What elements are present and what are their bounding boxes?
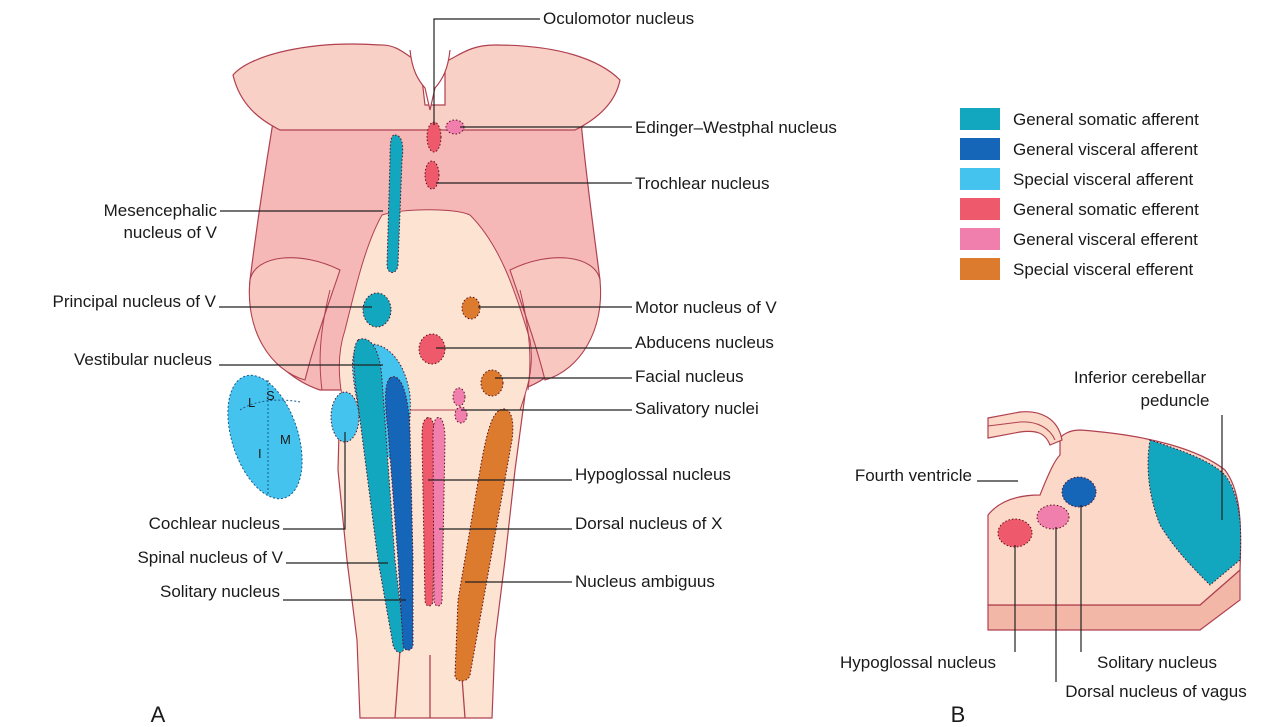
- legend-swatch-4: [960, 228, 1000, 250]
- label-mesencephalic-1: Mesencephalic: [104, 201, 218, 220]
- legend-label-5: Special visceral efferent: [1013, 260, 1193, 279]
- label-inferior-cerebellar-2: peduncle: [1140, 391, 1209, 410]
- oculomotor-nucleus-shape: [427, 122, 441, 152]
- vestibular-part-s: S: [266, 388, 275, 403]
- label-ambiguus: Nucleus ambiguus: [575, 572, 715, 591]
- label-motor-v: Motor nucleus of V: [635, 298, 777, 317]
- label-mesencephalic-2: nucleus of V: [123, 223, 217, 242]
- legend-swatch-0: [960, 108, 1000, 130]
- vestibular-part-l: L: [248, 395, 255, 410]
- label-facial: Facial nucleus: [635, 367, 744, 386]
- label-oculomotor: Oculomotor nucleus: [543, 9, 694, 28]
- b-solitary-shape: [1062, 477, 1096, 507]
- label-solitary-b: Solitary nucleus: [1097, 653, 1217, 672]
- legend-label-3: General somatic efferent: [1013, 200, 1199, 219]
- vestibular-detail: L S M I: [214, 366, 316, 508]
- legend-swatch-3: [960, 198, 1000, 220]
- label-hypoglossal-b: Hypoglossal nucleus: [840, 653, 996, 672]
- label-principal-v: Principal nucleus of V: [53, 292, 217, 311]
- b-hypoglossal-shape: [998, 519, 1032, 547]
- facial-shape: [481, 370, 503, 396]
- principal-nucleus-shape: [363, 293, 391, 327]
- label-cochlear: Cochlear nucleus: [149, 514, 280, 533]
- legend-swatch-2: [960, 168, 1000, 190]
- trochlear-nucleus-shape: [425, 161, 439, 189]
- label-dorsal-x: Dorsal nucleus of X: [575, 514, 722, 533]
- salivatory-shape-1: [453, 388, 465, 406]
- brainstem-drawing: [233, 44, 620, 718]
- label-salivatory: Salivatory nuclei: [635, 399, 759, 418]
- label-vestibular: Vestibular nucleus: [74, 350, 212, 369]
- cross-section: [988, 412, 1241, 630]
- label-solitary-a: Solitary nucleus: [160, 582, 280, 601]
- label-trochlear: Trochlear nucleus: [635, 174, 770, 193]
- panel-label-a: A: [151, 702, 166, 727]
- label-inferior-cerebellar-1: Inferior cerebellar: [1074, 368, 1207, 387]
- label-edinger-westphal: Edinger–Westphal nucleus: [635, 118, 837, 137]
- vestibular-part-m: M: [280, 432, 291, 447]
- label-hypoglossal-a: Hypoglossal nucleus: [575, 465, 731, 484]
- abducens-shape: [419, 334, 445, 364]
- label-abducens: Abducens nucleus: [635, 333, 774, 352]
- legend-label-0: General somatic afferent: [1013, 110, 1199, 129]
- legend-label-4: General visceral efferent: [1013, 230, 1198, 249]
- label-fourth-ventricle: Fourth ventricle: [855, 466, 972, 485]
- label-spinal-v: Spinal nucleus of V: [137, 548, 283, 567]
- vestibular-part-i: I: [258, 446, 262, 461]
- legend-swatch-5: [960, 258, 1000, 280]
- motor-v-shape: [462, 297, 480, 319]
- legend-label-2: Special visceral afferent: [1013, 170, 1193, 189]
- b-dorsal-vagus-shape: [1037, 505, 1069, 529]
- legend-label-1: General visceral afferent: [1013, 140, 1198, 159]
- panel-label-b: B: [951, 702, 966, 727]
- legend-swatch-1: [960, 138, 1000, 160]
- label-dorsal-vagus: Dorsal nucleus of vagus: [1065, 682, 1246, 701]
